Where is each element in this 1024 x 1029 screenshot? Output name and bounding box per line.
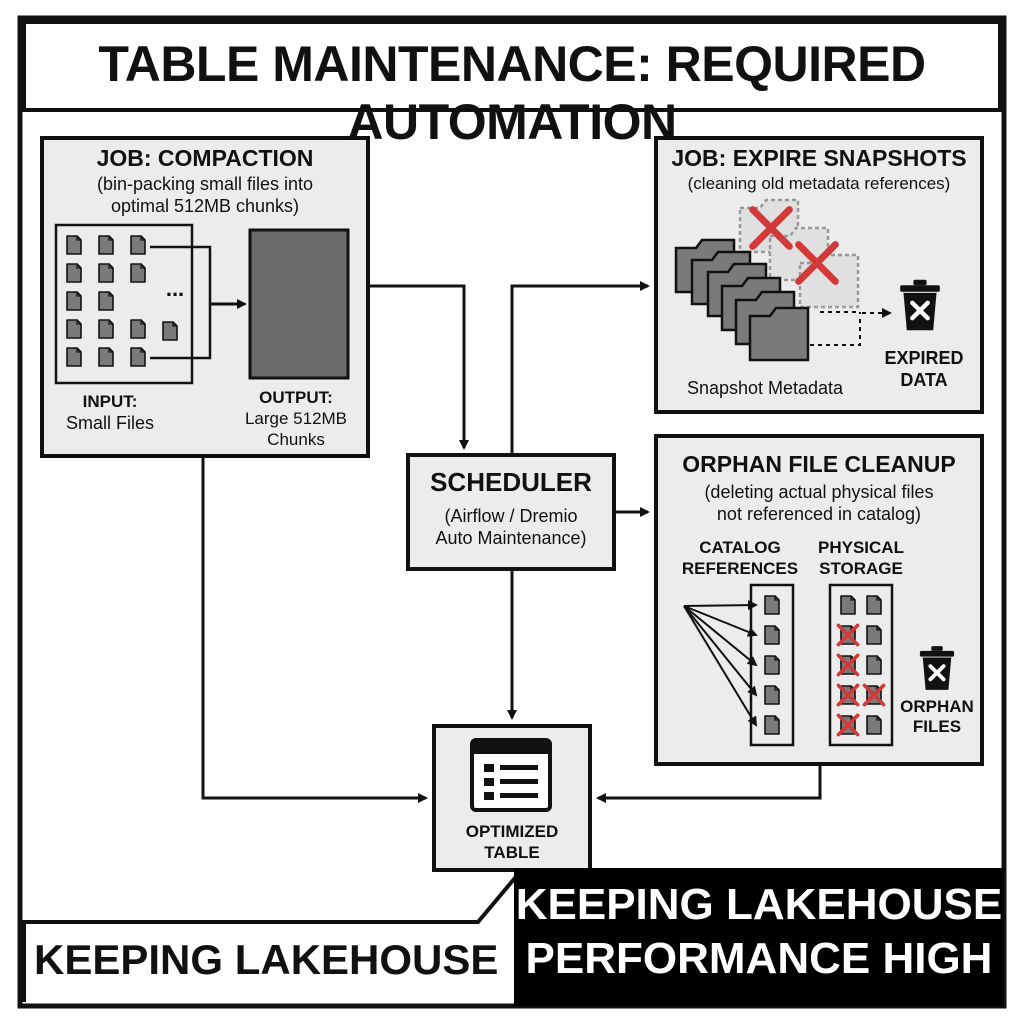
file-icon [866,595,882,615]
snapshot-metadata-label: Snapshot Metadata [686,378,844,398]
scheduler-desc-line2: Auto Maintenance) [435,528,587,548]
file-icon [764,715,780,735]
file-icon [98,263,114,283]
reference-arrow [683,605,758,667]
orphan-files-label-1: ORPHAN [900,697,974,716]
scheduler-to-expire-arrow [510,281,650,455]
expire-desc: (cleaning old metadata references) [687,174,951,193]
file-icon [98,235,114,255]
file-icon [130,319,146,339]
expire-heading: JOB: EXPIRE SNAPSHOTS [671,145,967,171]
banner-black-block [514,868,1004,1006]
compaction-to-table-arrow [201,456,428,803]
page-title: TABLE MAINTENANCE: REQUIRED AUTOMATION [98,36,926,150]
file-icon [98,319,114,339]
output-label-1: OUTPUT: [259,388,333,407]
banner-black-line2: PERFORMANCE HIGH [525,934,993,983]
outer-frame [17,15,1007,1009]
file-icon [130,263,146,283]
file-icon [866,625,882,645]
file-icon [66,291,82,311]
optimized-label-1: OPTIMIZED [465,822,559,841]
reference-arrow [683,600,758,611]
catalog-label-2: REFERENCES [681,559,799,578]
reference-arrow [683,605,758,697]
physical-storage-column [828,583,894,747]
scheduler-desc-line1: (Airflow / Dremio [444,506,578,526]
file-icon [130,235,146,255]
input-label-2: Small Files [65,413,154,433]
orphan-heading: ORPHAN FILE CLEANUP [682,451,956,477]
output-chunk [248,228,350,380]
input-label-1: INPUT: [82,392,138,411]
expired-dotted-line [820,311,861,314]
catalog-label-1: CATALOG [699,538,781,557]
optimized-label-2: TABLE [484,843,540,862]
file-icon [764,625,780,645]
file-icon [130,347,146,367]
reference-arrow [683,605,758,727]
reference-arrow [683,605,758,637]
file-icon [162,321,178,341]
title-box [22,20,1002,112]
file-icon [66,263,82,283]
orphan-desc-line2: not referenced in catalog) [716,504,922,524]
table-icon [470,738,552,812]
reference-fan-arrows [683,600,758,727]
file-icon [98,291,114,311]
orphan-to-table-arrow [596,764,822,803]
physical-label-2: STORAGE [819,559,903,578]
compaction-to-scheduler-arrow [368,284,469,450]
connectors [201,281,822,803]
output-label-3: Chunks [267,430,325,449]
folder-icon [748,306,810,362]
expired-label-1: EXPIRED [884,348,964,368]
file-icon [98,347,114,367]
file-icon [866,655,882,675]
file-icon [764,685,780,705]
compaction-desc-line1: (bin-packing small files into [96,174,314,194]
file-icon [66,347,82,367]
orphan-desc-line1: (deleting actual physical files [704,482,934,502]
physical-label-1: PHYSICAL [818,538,904,557]
expired-label-2: DATA [900,370,948,390]
banner-black-line1: KEEPING LAKEHOUSE [515,880,1003,929]
orphan-files-label-2: FILES [912,717,962,736]
snapshot-folder-stack [674,198,860,362]
file-icon [66,319,82,339]
file-icon [764,595,780,615]
file-icon [764,655,780,675]
orphan-trash-icon [918,645,956,691]
file-icon [866,715,882,735]
banner-white-text: KEEPING LAKEHOUSE [34,936,499,983]
compaction-desc-line2: optimal 512MB chunks) [110,196,300,216]
input-files-frame [54,223,194,385]
file-icon [66,235,82,255]
compaction-heading: JOB: COMPACTION [96,145,314,171]
expired-trash-icon [900,280,940,331]
folder-icon [798,253,860,309]
files-ellipsis: ... [165,276,185,301]
output-label-2: Large 512MB [244,409,348,428]
file-icon [840,595,856,615]
scheduler-heading: SCHEDULER [430,467,592,497]
expired-dotted-line-2 [810,318,861,346]
